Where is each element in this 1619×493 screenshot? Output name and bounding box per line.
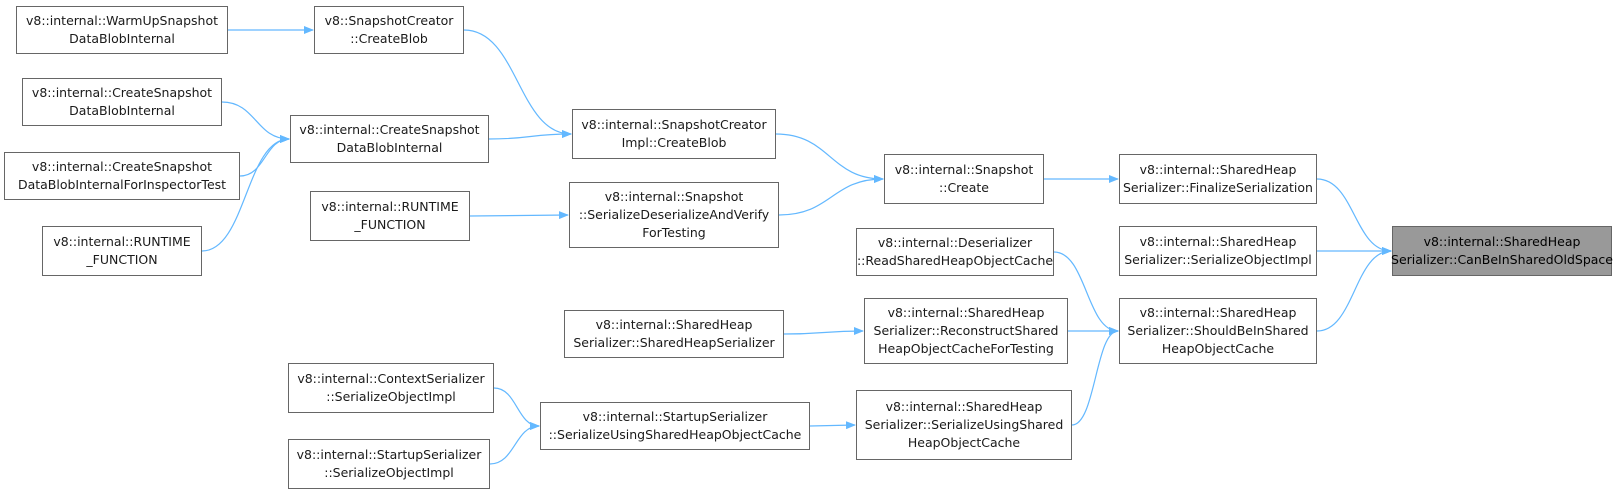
node-n12[interactable]: v8::internal::RUNTIME_FUNCTION — [310, 191, 470, 241]
node-label-line: HeapObjectCache — [907, 435, 1021, 450]
node-label-line: v8::SnapshotCreator — [324, 13, 454, 28]
edge-n13-to-n8 — [201, 135, 290, 252]
node-label-line: v8::internal::Snapshot — [604, 189, 744, 204]
node-label-line: _FUNCTION — [354, 217, 426, 232]
node-label-line: v8::internal::CreateSnapshot — [299, 122, 480, 137]
node-label-line: v8::internal::CreateSnapshot — [31, 159, 213, 174]
node-label-line: Serializer::FinalizeSerialization — [1123, 180, 1313, 195]
node-label-line: HeapObjectCacheForTesting — [878, 341, 1054, 356]
node-n13[interactable]: v8::internal::RUNTIME_FUNCTION — [42, 226, 202, 276]
node-n20[interactable]: v8::internal::StartupSerializer::Seriali… — [288, 439, 490, 489]
node-label-line: Serializer::CanBeInSharedOldSpace — [1391, 252, 1613, 267]
node-label-line: v8::internal::SharedHeap — [1139, 305, 1297, 320]
node-label-line: v8::internal::Snapshot — [894, 162, 1034, 177]
node-label-line: ForTesting — [642, 225, 706, 240]
node-label-line: ::CreateBlob — [350, 31, 428, 46]
node-label-line: Serializer::SerializeUsingShared — [864, 417, 1064, 432]
edge-n3-to-n0 — [1316, 247, 1392, 332]
node-n18[interactable]: v8::internal::StartupSerializer::Seriali… — [540, 402, 810, 450]
node-label-line: ::ReadSharedHeapObjectCache — [856, 253, 1054, 268]
node-n19[interactable]: v8::internal::ContextSerializer::Seriali… — [288, 363, 494, 413]
node-n14[interactable]: v8::internal::Deserializer::ReadSharedHe… — [856, 228, 1054, 276]
edge-n11-to-n8 — [239, 135, 290, 177]
node-label-line: v8::internal::StartupSerializer — [296, 447, 482, 462]
node-label-line: v8::internal::SharedHeap — [1139, 234, 1297, 249]
node-label-line: v8::internal::Deserializer — [877, 235, 1033, 250]
edge-n19-to-n18 — [493, 387, 540, 430]
node-label-line: v8::internal::RUNTIME — [321, 199, 459, 214]
edge-n7-to-n5 — [463, 29, 572, 138]
node-label-line: v8::internal::SharedHeap — [1423, 234, 1581, 249]
node-label-line: Serializer::ReconstructShared — [873, 323, 1059, 338]
node-label-line: HeapObjectCache — [1161, 341, 1275, 356]
node-label-line: v8::internal::WarmUpSnapshot — [26, 13, 218, 28]
node-label-line: v8::internal::RUNTIME — [53, 234, 191, 249]
edge-n8-to-n5 — [488, 130, 572, 140]
node-label-line: ::Create — [939, 180, 989, 195]
node-label-line: v8::internal::SnapshotCreator — [581, 117, 767, 132]
node-label-line: _FUNCTION — [86, 252, 158, 267]
node-n4[interactable]: v8::internal::Snapshot::Create — [884, 154, 1044, 204]
edge-n16-to-n3 — [1071, 327, 1119, 426]
node-n7[interactable]: v8::SnapshotCreator::CreateBlob — [314, 6, 464, 54]
edge-n20-to-n18 — [489, 422, 540, 465]
node-label-line: DataBlobInternalForInspectorTest — [17, 177, 227, 192]
node-label-line: v8::internal::SharedHeap — [885, 399, 1043, 414]
node-label-line: ::SerializeObjectImpl — [324, 465, 454, 480]
edge-n18-to-n16 — [809, 421, 856, 430]
edge-n6-to-n4 — [778, 175, 884, 216]
node-label-line: v8::internal::SharedHeap — [887, 305, 1045, 320]
node-label-line: ::SerializeObjectImpl — [326, 389, 456, 404]
node-label-line: v8::internal::SharedHeap — [1139, 162, 1297, 177]
node-label-line: DataBlobInternal — [69, 103, 175, 118]
node-label-line: Serializer::ShouldBeInShared — [1127, 323, 1309, 338]
edge-n17-to-n15 — [783, 327, 864, 336]
node-n6[interactable]: v8::internal::Snapshot::SerializeDeseria… — [569, 182, 779, 248]
node-label-line: DataBlobInternal — [336, 140, 443, 155]
node-label-line: ::SerializeUsingSharedHeapObjectCache — [548, 427, 802, 442]
edge-n12-to-n6 — [469, 211, 569, 220]
node-label-line: v8::internal::StartupSerializer — [582, 409, 768, 424]
edge-n5-to-n4 — [775, 133, 884, 183]
node-label-line: Serializer::SharedHeapSerializer — [573, 335, 775, 350]
edge-n1-to-n0 — [1316, 178, 1392, 255]
edge-n10-to-n8 — [221, 101, 290, 143]
node-label-line: v8::internal::ContextSerializer — [297, 371, 485, 386]
node-label-line: v8::internal::CreateSnapshot — [31, 85, 213, 100]
node-label-line: DataBlobInternal — [69, 31, 175, 46]
edge-n14-to-n3 — [1053, 251, 1119, 335]
node-label-line: ::SerializeDeserializeAndVerify — [578, 207, 770, 222]
node-label-line: Impl::CreateBlob — [621, 135, 727, 150]
node-label-line: Serializer::SerializeObjectImpl — [1124, 252, 1312, 267]
node-label-line: v8::internal::SharedHeap — [595, 317, 753, 332]
